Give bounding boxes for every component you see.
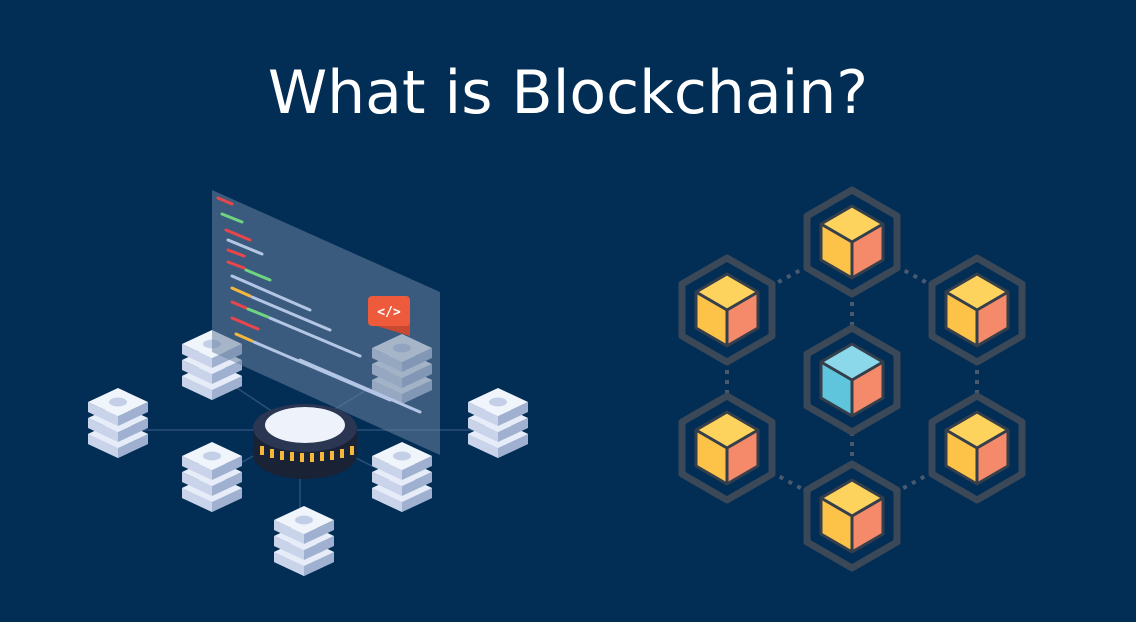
block-cube: [807, 464, 897, 568]
page-title: What is Blockchain?: [267, 58, 869, 128]
code-badge-label: </>: [377, 305, 401, 320]
code-badge: </>: [368, 296, 410, 336]
block-cube: [932, 396, 1022, 500]
center-block-cube: [807, 328, 897, 432]
code-screen: [212, 190, 440, 455]
block-cube: [682, 396, 772, 500]
block-cube: [932, 258, 1022, 362]
central-hub-coin: [253, 404, 357, 479]
block-cube: [807, 190, 897, 294]
block-cube: [682, 258, 772, 362]
